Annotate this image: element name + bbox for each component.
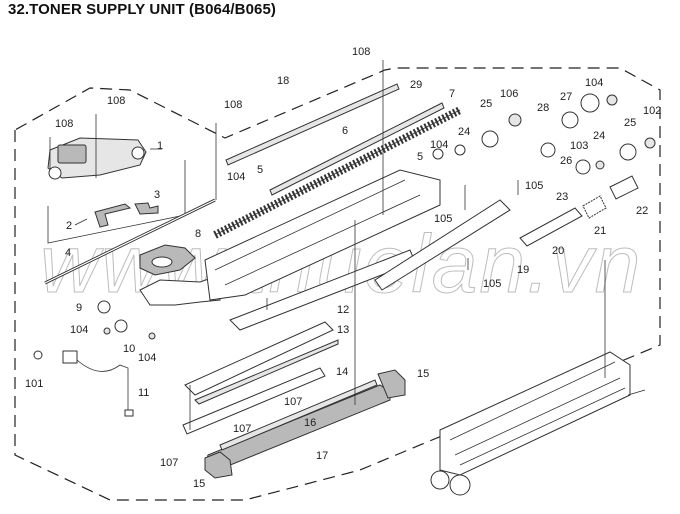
callout-24: 24 xyxy=(458,126,470,138)
callout-13: 13 xyxy=(337,324,349,336)
callout-10: 10 xyxy=(123,343,135,355)
part-3-bracket xyxy=(134,202,159,215)
callout-14: 14 xyxy=(336,366,348,378)
callout-104: 104 xyxy=(138,352,156,364)
callout-104: 104 xyxy=(227,171,245,183)
callout-2: 2 xyxy=(66,220,72,232)
callout-11: 11 xyxy=(138,387,149,399)
part-11-sensor xyxy=(62,350,134,417)
callout-29: 29 xyxy=(410,79,422,91)
part-1-motor-assembly xyxy=(47,137,162,180)
callout-23: 23 xyxy=(556,191,568,203)
part-20-tube xyxy=(519,207,583,247)
callout-104: 104 xyxy=(430,139,448,151)
part-9-gear xyxy=(97,300,111,314)
callout-105: 105 xyxy=(483,278,501,290)
part-15-seal-right xyxy=(377,369,406,399)
part-19-rail xyxy=(374,199,511,291)
callout-25: 25 xyxy=(624,117,636,129)
callout-7: 7 xyxy=(449,88,455,100)
callout-8: 8 xyxy=(195,228,201,240)
part-14-plate xyxy=(182,367,326,435)
callout-6: 6 xyxy=(342,125,348,137)
leader-lines xyxy=(49,60,606,430)
callout-107: 107 xyxy=(233,423,251,435)
callout-5: 5 xyxy=(257,164,263,176)
callout-105: 105 xyxy=(434,213,452,225)
callout-107: 107 xyxy=(284,396,302,408)
callout-18: 18 xyxy=(277,75,289,87)
callout-4: 4 xyxy=(65,247,71,259)
unit-outline xyxy=(14,67,661,501)
callout-102: 102 xyxy=(643,105,661,117)
callout-21: 21 xyxy=(594,225,606,237)
callout-24: 24 xyxy=(593,130,605,142)
callout-108: 108 xyxy=(224,99,242,111)
part-6-rod xyxy=(225,83,400,166)
callout-104: 104 xyxy=(585,77,603,89)
part-12-plate xyxy=(184,321,334,396)
callout-15: 15 xyxy=(193,478,205,490)
bracket-line xyxy=(47,160,186,244)
callout-25: 25 xyxy=(480,98,492,110)
callout-5: 5 xyxy=(417,151,423,163)
callout-27: 27 xyxy=(560,91,572,103)
callout-101: 101 xyxy=(25,378,43,390)
callout-108: 108 xyxy=(107,95,125,107)
part-7-auger xyxy=(213,106,462,239)
callout-17: 17 xyxy=(316,450,328,462)
callout-108: 108 xyxy=(55,118,73,130)
callout-26: 26 xyxy=(560,155,572,167)
callout-22: 22 xyxy=(636,205,648,217)
callout-15: 15 xyxy=(417,368,429,380)
gear-train xyxy=(432,93,656,175)
callout-9: 9 xyxy=(76,302,82,314)
callout-106: 106 xyxy=(500,88,518,100)
part-21-spring xyxy=(582,195,607,219)
callout-107: 107 xyxy=(160,457,178,469)
part-13-seal xyxy=(194,339,339,405)
part-10-gear xyxy=(114,319,128,333)
callout-19: 19 xyxy=(517,264,529,276)
callout-28: 28 xyxy=(537,102,549,114)
callout-1: 1 xyxy=(157,140,163,152)
callout-105: 105 xyxy=(525,180,543,192)
callout-3: 3 xyxy=(154,189,160,201)
callout-104: 104 xyxy=(70,324,88,336)
part-16-seal xyxy=(219,379,378,451)
part-4-shaft xyxy=(44,198,216,285)
part-29-rod xyxy=(269,102,445,196)
part-22-sleeve xyxy=(609,175,639,200)
callout-20: 20 xyxy=(552,245,564,257)
callout-16: 16 xyxy=(304,417,316,429)
part-101-screw xyxy=(33,350,43,360)
housing-frame xyxy=(139,169,441,331)
callout-labels: 108 108 108 108 1 2 3 4 5 5 6 7 8 9 10 1… xyxy=(25,46,661,490)
callout-12: 12 xyxy=(337,304,349,316)
callout-108: 108 xyxy=(352,46,370,58)
part-2-bracket xyxy=(94,203,132,228)
page-title: 32.TONER SUPPLY UNIT (B064/B065) xyxy=(8,1,277,18)
callout-103: 103 xyxy=(570,140,588,152)
toner-supply-casing xyxy=(430,351,646,496)
part-15-seal-left xyxy=(204,451,233,479)
